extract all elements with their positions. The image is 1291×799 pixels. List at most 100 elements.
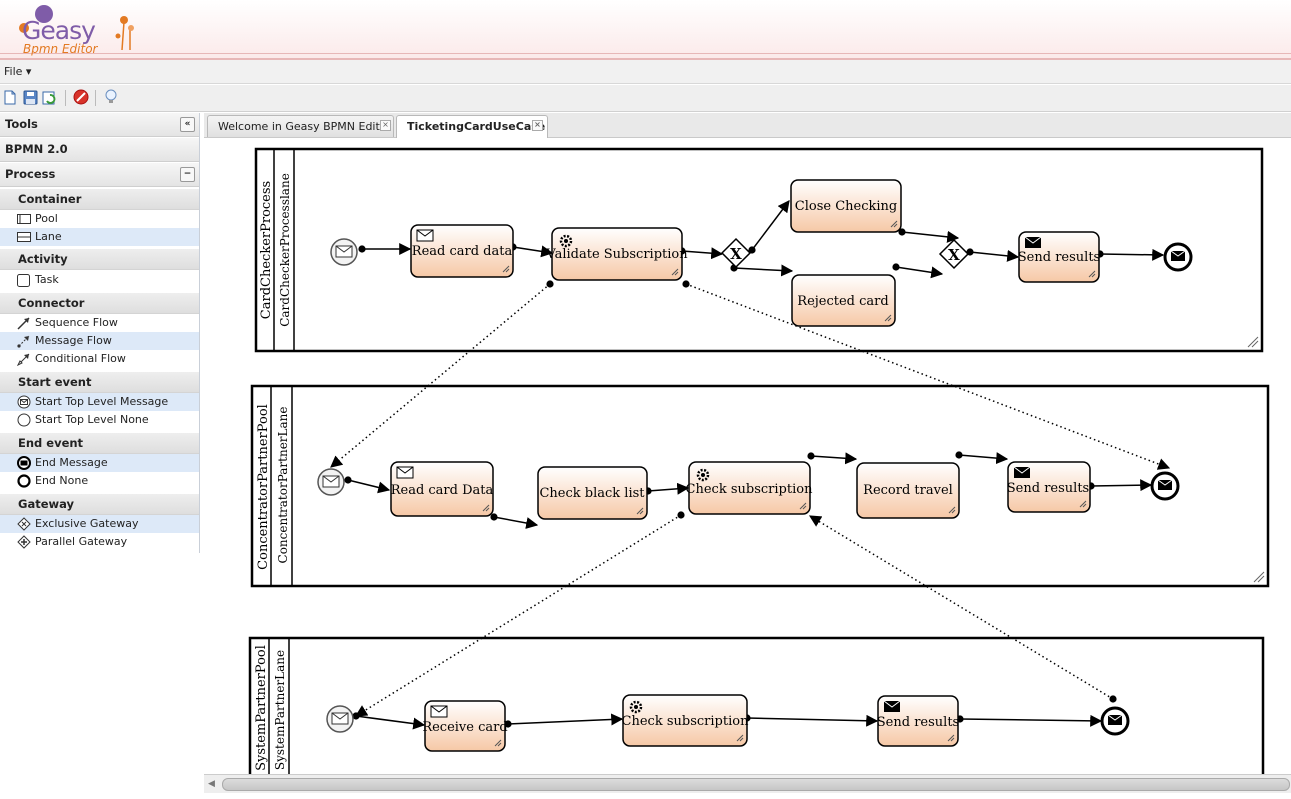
lightbulb-icon[interactable] <box>103 89 119 105</box>
svg-text:Send results: Send results <box>1007 481 1089 496</box>
svg-text:X: X <box>948 246 960 264</box>
task-validate-subscription[interactable]: Validate Subscription <box>545 227 688 281</box>
end-message-event[interactable] <box>1100 706 1130 736</box>
palette-item-pool[interactable]: Pool <box>0 210 199 228</box>
pool-card-checker[interactable]: CardCheckerProcess CardCheckerProcesslan… <box>254 147 1264 353</box>
sequence-flow-icon <box>17 316 31 330</box>
pool-label: ConcentratorPartnerPool <box>256 404 271 570</box>
svg-text:Send results: Send results <box>1018 250 1100 265</box>
process-title: Process <box>5 167 56 181</box>
end-message-event[interactable] <box>1163 242 1193 272</box>
lane-label: ConcentratorPartnerLane <box>276 407 290 564</box>
palette-item-parallel-gateway[interactable]: Parallel Gateway <box>0 533 199 551</box>
palette-item-conditional-flow[interactable]: Conditional Flow <box>0 350 199 368</box>
close-tab-icon[interactable]: × <box>532 120 543 131</box>
pool-system-partner[interactable]: SystemPartnerPool SystemPartnerLane <box>248 636 1265 774</box>
svg-text:Receive card: Receive card <box>422 720 507 735</box>
palette-item-sequence-flow[interactable]: Sequence Flow <box>0 314 199 332</box>
task-send-results[interactable]: Send results <box>877 695 959 747</box>
tools-sidebar: Tools « BPMN 2.0 Process − Container Poo… <box>0 113 200 553</box>
palette-item-exclusive-gateway[interactable]: Exclusive Gateway <box>0 515 199 533</box>
category-connector: Connector <box>0 293 199 314</box>
collapse-sidebar-icon[interactable]: « <box>180 117 195 132</box>
category-start-event: Start event <box>0 372 199 393</box>
task-send-results[interactable]: Send results <box>1007 461 1091 513</box>
pool-label: SystemPartnerPool <box>254 645 269 771</box>
svg-text:Read card Data: Read card Data <box>391 483 494 498</box>
category-gateway: Gateway <box>0 494 199 515</box>
svg-text:Close Checking: Close Checking <box>795 199 897 214</box>
logo-blob-icon <box>19 5 53 33</box>
tools-title: Tools <box>5 117 38 131</box>
parallel-gateway-icon <box>17 535 31 549</box>
task-read-card-data[interactable]: Read card data <box>410 224 514 278</box>
palette-item-task[interactable]: Task <box>0 271 199 289</box>
diagram-canvas[interactable]: CardCheckerProcess CardCheckerProcesslan… <box>204 138 1291 774</box>
new-document-icon[interactable] <box>2 89 18 105</box>
menu-file[interactable]: File ▾ <box>4 65 32 78</box>
exclusive-gateway-icon <box>17 517 31 531</box>
refresh-icon[interactable] <box>42 89 58 105</box>
app-header: Geasy Bpmn Editor <box>0 0 1291 60</box>
start-message-event[interactable] <box>326 705 354 733</box>
category-end-event: End event <box>0 433 199 454</box>
palette-header[interactable]: BPMN 2.0 <box>0 138 199 162</box>
svg-text:Send results: Send results <box>877 715 959 730</box>
end-message-event[interactable] <box>1150 471 1180 501</box>
start-message-event[interactable] <box>317 468 345 496</box>
svg-text:Check subscription: Check subscription <box>686 482 814 497</box>
sequence-flows <box>344 200 1165 730</box>
toolbar <box>0 85 1291 112</box>
logo-subtitle: Bpmn Editor <box>23 42 98 56</box>
end-none-icon <box>17 474 31 488</box>
task-read-card-data[interactable]: Read card Data <box>390 461 494 517</box>
save-icon[interactable] <box>22 89 38 105</box>
task-check-subscription[interactable]: Check subscription <box>686 461 814 515</box>
tab-ticketing-card[interactable]: TicketingCardUseCase × <box>396 115 548 138</box>
close-tab-icon[interactable]: × <box>380 120 391 131</box>
start-message-icon <box>17 395 31 409</box>
category-activity: Activity <box>0 249 199 270</box>
message-flow-icon <box>17 334 31 348</box>
start-message-event[interactable] <box>330 238 358 266</box>
message-flows <box>330 280 1171 717</box>
pool-label: CardCheckerProcess <box>259 181 274 319</box>
horizontal-scrollbar[interactable]: ◀ <box>204 774 1291 793</box>
lane-label: SystemPartnerLane <box>273 650 287 770</box>
exclusive-gateway[interactable]: X <box>938 238 970 270</box>
palette-item-start-message[interactable]: Start Top Level Message <box>0 393 199 411</box>
task-receive-card[interactable]: Receive card <box>422 700 508 752</box>
menu-bar: File ▾ <box>0 60 1291 84</box>
process-section-header[interactable]: Process − <box>0 163 199 187</box>
palette-item-lane[interactable]: Lane <box>0 228 199 246</box>
svg-text:Record travel: Record travel <box>863 483 953 498</box>
stop-icon[interactable] <box>73 89 89 105</box>
task-icon <box>17 273 31 287</box>
task-close-checking[interactable]: Close Checking <box>790 179 902 233</box>
svg-text:Check black list: Check black list <box>539 486 645 501</box>
scrollbar-thumb[interactable] <box>222 778 1290 791</box>
palette-item-end-message[interactable]: End Message <box>0 454 199 472</box>
svg-text:X: X <box>730 245 742 263</box>
task-send-results[interactable]: Send results <box>1018 231 1100 283</box>
exclusive-gateway[interactable]: X <box>720 237 752 269</box>
logo-text: Geasy <box>22 16 96 45</box>
palette-title: BPMN 2.0 <box>5 142 68 156</box>
lane-icon <box>17 230 31 244</box>
scroll-left-icon[interactable]: ◀ <box>208 779 215 789</box>
task-check-subscription[interactable]: Check subscription <box>622 694 750 747</box>
svg-text:Validate Subscription: Validate Subscription <box>545 247 688 262</box>
editor-tabs: Welcome in Geasy BPMN Editor × Ticketing… <box>204 113 1291 138</box>
palette-item-start-none[interactable]: Start Top Level None <box>0 411 199 429</box>
task-rejected-card[interactable]: Rejected card <box>791 274 896 327</box>
end-message-icon <box>17 456 31 470</box>
palette-item-end-none[interactable]: End None <box>0 472 199 490</box>
task-check-black-list[interactable]: Check black list <box>537 466 648 520</box>
tab-welcome[interactable]: Welcome in Geasy BPMN Editor × <box>207 115 394 137</box>
palette-item-message-flow[interactable]: Message Flow <box>0 332 199 350</box>
flower-decoration-icon <box>115 16 134 51</box>
collapse-process-icon[interactable]: − <box>180 167 195 182</box>
task-record-travel[interactable]: Record travel <box>856 462 960 519</box>
svg-text:Read card data: Read card data <box>412 244 513 259</box>
svg-text:Check subscription: Check subscription <box>622 714 750 729</box>
